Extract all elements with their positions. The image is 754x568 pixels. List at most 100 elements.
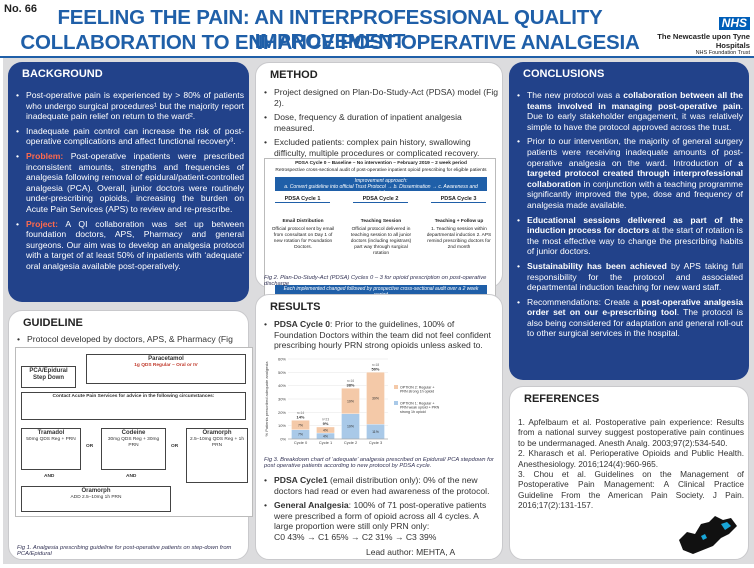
bar-n-label: n=14 <box>297 411 304 415</box>
nhs-badge: NHS <box>718 17 750 30</box>
left-column: BACKGROUND Post-operative pain is experi… <box>3 58 255 564</box>
results-bar-chart: 0%10%20%30%40%50%60%% Patients prescribe… <box>264 357 440 446</box>
general-analgesia-label: General Analgesia <box>274 500 349 511</box>
results-bullet-3: General Analgesia: 100% of 71 post-opera… <box>262 500 498 542</box>
results-heading: RESULTS <box>262 299 329 315</box>
pdsa-h3: Teaching + Follow up <box>434 219 484 224</box>
pdsa-improvement-bar: Improvement approach: a. Convert guideli… <box>275 177 487 196</box>
guideline-heading: GUIDELINE <box>15 315 91 331</box>
problem-label: Problem: <box>26 150 64 161</box>
results-bullet-2: PDSA Cycle1 (email distribution only): 0… <box>262 475 498 496</box>
segment-label: 11% <box>372 430 379 434</box>
y-tick-label: 60% <box>278 357 286 362</box>
conclusion-3: Educational sessions delivered as part o… <box>515 215 743 257</box>
guideline-caption: Fig 1. Analgesia prescribing guideline f… <box>17 545 232 557</box>
flow-oramorph-prn-dose: ADD 2.5–10mg 1h PRN <box>70 495 122 500</box>
bar-segment <box>341 388 360 414</box>
segment-label: 7% <box>298 433 303 437</box>
cycle0-text: : Prior to the guidelines, 100% of Found… <box>274 319 491 351</box>
y-tick-label: 50% <box>278 370 286 375</box>
conclusion-4: Sustainability has been achieved by APS … <box>515 261 743 293</box>
cycle1-text: (email distribution only): 0% of the new… <box>274 475 490 496</box>
reference-2: 2. Kharasch et al. Perioperative Opioids… <box>518 448 744 469</box>
pdsa-d1: Official protocol sent by email from con… <box>271 227 335 250</box>
y-tick-label: 0% <box>280 437 286 442</box>
flow-codeine-title: Codeine <box>121 430 146 436</box>
pdsa-cycle0-desc: Retrospective cross-sectional audit of p… <box>275 168 487 173</box>
reference-1: 1. Apfelbaum et al. Postoperative pain e… <box>518 417 744 448</box>
method-heading: METHOD <box>262 67 326 83</box>
poster-number: No. 66 <box>4 3 38 15</box>
legend-label-line: PRN weak opioid + PRN <box>400 406 440 410</box>
flow-tramadol-title: Tramadol <box>37 430 65 436</box>
pdsa-improvement-label: Improvement approach: <box>354 178 408 184</box>
guideline-panel: GUIDELINE Protocol developed by doctors,… <box>8 310 253 560</box>
flow-oramorph: Oramorph 2.5–10mg QDS Reg + 1h PRN <box>186 428 248 483</box>
segment-label: 19% <box>347 399 354 403</box>
method-bullet-1: Project designed on Plan-Do-Study-Act (P… <box>262 87 498 108</box>
lead-author: Lead author: MEHTA, A <box>366 547 456 557</box>
pdsa-cycle-3: PDSA Cycle 3 <box>431 196 486 203</box>
segment-label: 19% <box>347 425 354 429</box>
background-bullet-2: Inadequate pain control can increase the… <box>14 126 244 147</box>
flow-paracetamol: Paracetamol 1g QDS Regular – Oral or IV <box>86 354 246 384</box>
bar-total-label: 14% <box>296 414 304 419</box>
title-rule <box>0 56 754 58</box>
flow-pca-stepdown: PCA/Epidural Step Down <box>21 366 76 388</box>
y-tick-label: 40% <box>278 383 286 388</box>
conclusion-5: Recommendations: Create a post-operative… <box>515 297 743 339</box>
bar-total-label: 38% <box>346 382 354 387</box>
flow-paracetamol-dose: 1g QDS Regular – Oral or IV <box>134 363 198 368</box>
flow-paracetamol-title: Paracetamol <box>148 356 184 362</box>
flow-oramorph-dose: 2.5–10mg QDS Reg + 1h PRN <box>190 437 244 448</box>
bar-total-label: 50% <box>371 366 379 371</box>
background-heading: BACKGROUND <box>14 66 111 82</box>
method-bullet-3: Excluded patients: complex pain history,… <box>262 137 498 158</box>
background-bullet-1: Post-operative pain is experienced by > … <box>14 90 244 122</box>
region-map-icon <box>679 516 737 554</box>
legend-label-line: strong 1h opioid <box>400 410 426 414</box>
flow-tramadol-dose: 50mg QDS Reg + PRN <box>26 437 76 442</box>
pdsa-h2: Teaching Session <box>360 219 402 224</box>
bar-total-label: 9% <box>323 421 329 426</box>
pdsa-cycle0-title: PDSA Cycle 0 – Baseline – No interventio… <box>295 161 467 166</box>
method-panel: METHOD Project designed on Plan-Do-Study… <box>255 62 503 318</box>
flow-or-2: OR <box>171 444 179 449</box>
conclusions-panel: CONCLUSIONS The new protocol was a colla… <box>509 62 749 380</box>
pdsa-improvement-steps: a. Convert guideline into official Trust… <box>284 184 478 196</box>
flow-oramorph-prn: Oramorph ADD 2.5–10mg 1h PRN <box>21 486 171 512</box>
guideline-flowchart: PCA/Epidural Step Down Paracetamol 1g QD… <box>15 347 253 517</box>
x-tick-label: Cycle 0 <box>294 440 308 445</box>
bar-n-label: n=23 <box>322 418 329 422</box>
flow-or-1: OR <box>86 444 94 449</box>
x-tick-label: Cycle 3 <box>369 440 383 445</box>
segment-label: 4% <box>323 434 328 438</box>
method-bullet-2: Dose, frequency & duration of inpatient … <box>262 112 498 133</box>
pdsa-h1: Email Distribution <box>282 219 324 224</box>
prn-sequence: C0 43% → C1 65% → C2 31% → C3 39% <box>274 531 437 542</box>
segment-label: 7% <box>298 423 303 427</box>
flow-oramorph-title: Oramorph <box>202 430 232 436</box>
flow-and-2: AND <box>126 474 137 479</box>
x-tick-label: Cycle 1 <box>319 440 333 445</box>
references-heading: REFERENCES <box>516 391 608 407</box>
background-bullet-4: Project: A QI collaboration was set up b… <box>14 219 244 272</box>
segment-label: 39% <box>372 397 379 401</box>
bar-n-label: n=16 <box>347 379 354 383</box>
background-panel: BACKGROUND Post-operative pain is experi… <box>8 62 249 302</box>
flow-tramadol: Tramadol 50mg QDS Reg + PRN <box>21 428 81 470</box>
title-line-1: FEELING THE PAIN: AN INTERPROFESSIONAL Q… <box>57 6 603 53</box>
pdsa-cycle-1: PDSA Cycle 1 <box>275 196 330 203</box>
results-bullet-1: PDSA Cycle 0: Prior to the guidelines, 1… <box>262 319 498 351</box>
trust-subtitle: NHS Foundation Trust <box>695 50 750 56</box>
x-tick-label: Cycle 2 <box>344 440 358 445</box>
bar-segment <box>291 420 310 430</box>
middle-column: METHOD Project designed on Plan-Do-Study… <box>255 58 505 564</box>
bar-segment <box>366 372 385 425</box>
pdsa-diagram: PDSA Cycle 0 – Baseline – No interventio… <box>264 158 496 318</box>
results-panel: RESULTS PDSA Cycle 0: Prior to the guide… <box>255 294 503 560</box>
conclusions-heading: CONCLUSIONS <box>515 66 613 82</box>
conclusion-2: Prior to our intervention, the majority … <box>515 136 743 210</box>
y-tick-label: 10% <box>278 423 286 428</box>
legend-label-line: OPTION 2: Regular + <box>400 386 434 390</box>
